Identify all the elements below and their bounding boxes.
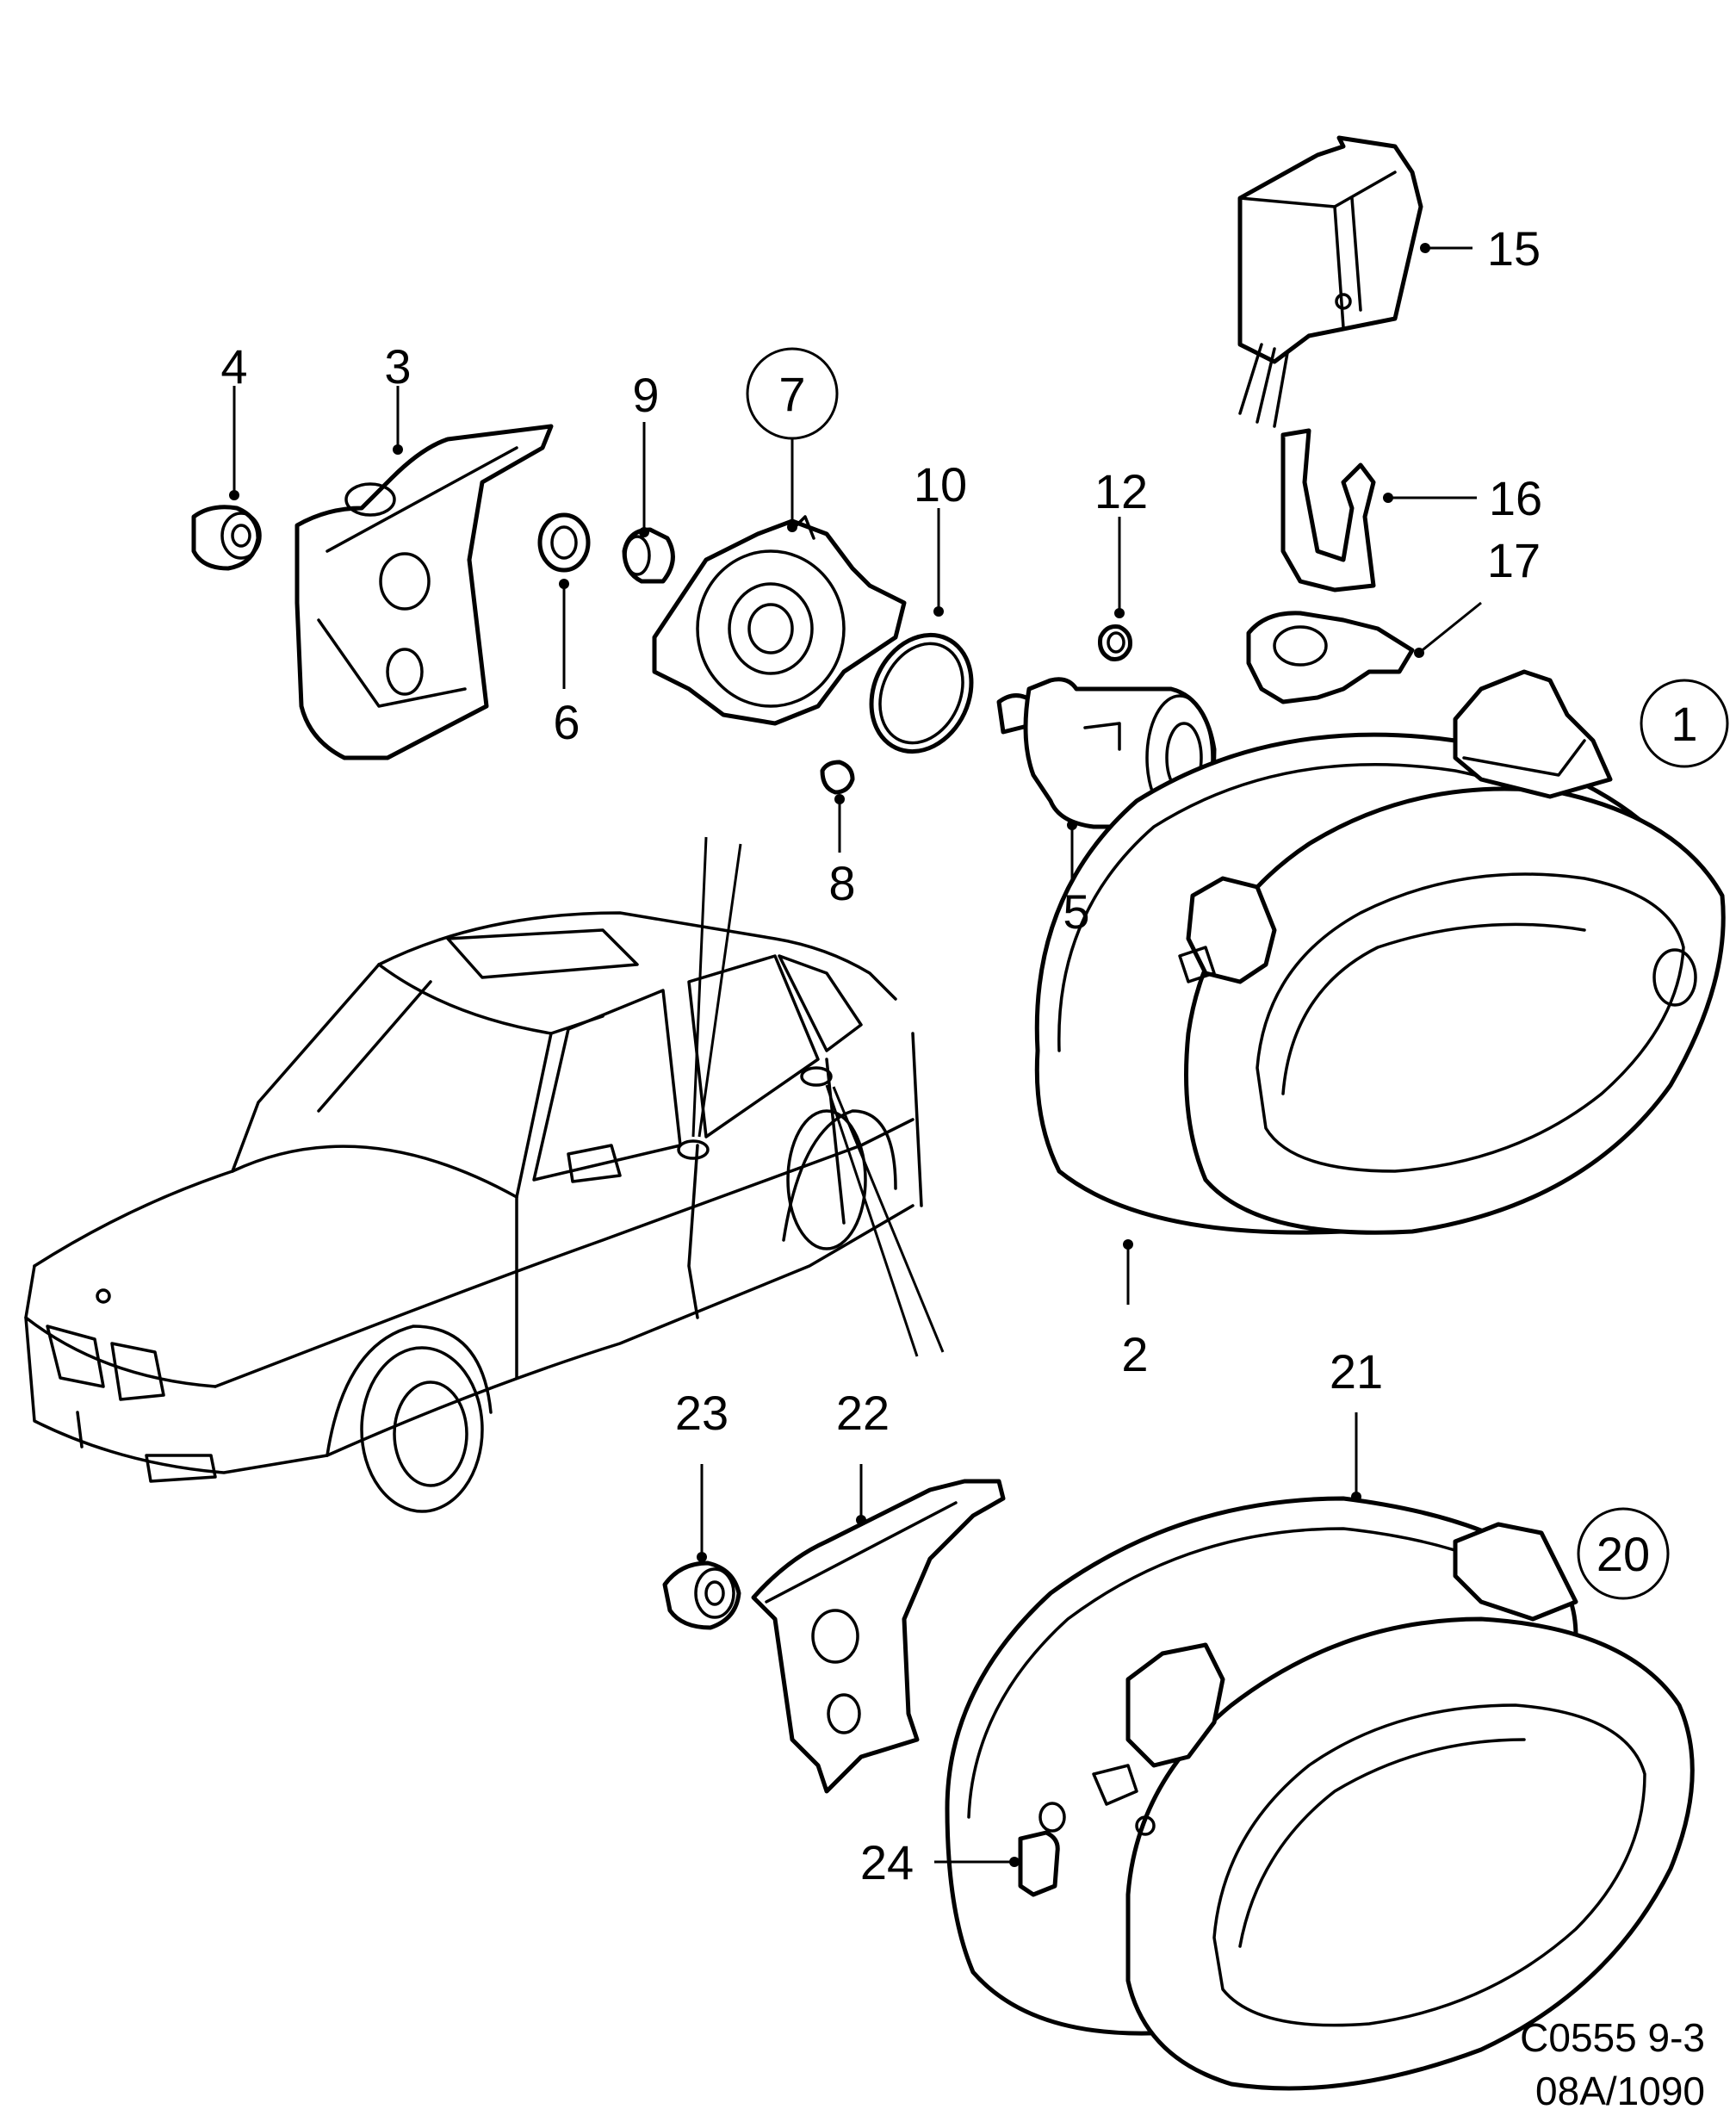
callout-1: 1: [1671, 697, 1697, 751]
callout-labels: 1 2 3 4 5 6 7 8 9 10 12 15 16 17 20 21 2…: [220, 221, 1697, 1889]
part-16-clip: [1280, 428, 1376, 592]
callout-6: 6: [553, 695, 580, 749]
callout-3: 3: [384, 339, 411, 394]
callout-24: 24: [860, 1835, 914, 1889]
part-12-bush: [1098, 624, 1132, 661]
callout-9: 9: [632, 368, 659, 422]
callout-20: 20: [1596, 1527, 1650, 1581]
callout-2: 2: [1121, 1327, 1148, 1381]
callout-ring-1: [1640, 679, 1729, 768]
drawing-code: C0555 9-3: [1520, 2015, 1705, 2060]
leader-lines: [229, 243, 1482, 1867]
callout-22: 22: [836, 1386, 890, 1440]
callout-12: 12: [1094, 464, 1148, 518]
part-8-pin: [820, 760, 855, 795]
callout-10: 10: [914, 457, 967, 512]
part-6-clip: [537, 512, 591, 573]
part-4-nut: [191, 505, 262, 571]
part-9-sleeve: [622, 527, 675, 584]
callout-7: 7: [778, 367, 805, 421]
callout-8: 8: [828, 856, 855, 910]
callout-5: 5: [1063, 884, 1089, 939]
callout-21: 21: [1330, 1344, 1383, 1399]
part-24-clip: [1018, 1802, 1066, 1897]
drawing-reference: 08A/1090: [1535, 2069, 1705, 2113]
part-22-bracket: [751, 1479, 1006, 1794]
callout-15: 15: [1487, 221, 1541, 276]
callout-16: 16: [1489, 471, 1542, 525]
callout-17: 17: [1487, 533, 1541, 587]
callout-4: 4: [220, 339, 247, 394]
part-1-outer-handle: [1178, 669, 1726, 1235]
part-7-lock-housing: [652, 515, 907, 726]
callout-ring-20: [1577, 1507, 1670, 1600]
part-15-control-unit: [1237, 135, 1423, 428]
callout-ring-7: [746, 347, 839, 440]
car-door-pointers: [691, 836, 945, 1357]
car-illustration: [24, 911, 923, 1513]
part-17-bracket: [1246, 611, 1415, 704]
part-23-nut: [662, 1560, 741, 1630]
part-20-inner-handle: [1092, 1522, 1695, 2091]
part-3-bracket: [294, 424, 554, 760]
part-10-ring: [869, 632, 974, 754]
callout-23: 23: [675, 1386, 728, 1440]
